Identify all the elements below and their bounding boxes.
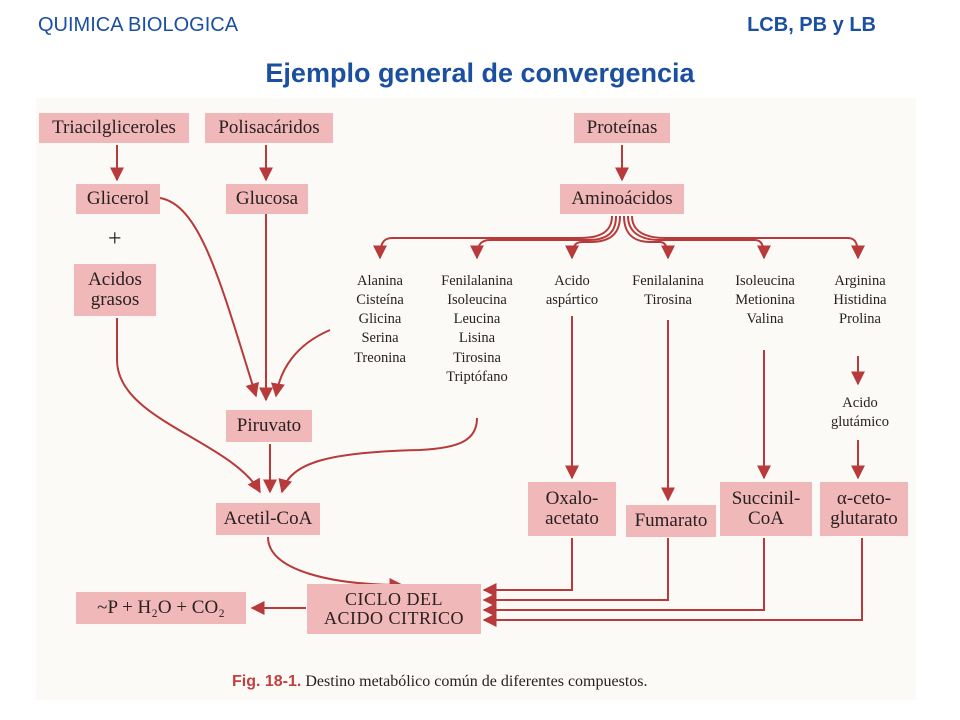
succinil-line2: CoA: [748, 508, 784, 529]
label-acido-glutamico: Acido glutámico: [818, 394, 902, 432]
aa-arginina: Arginina: [834, 273, 886, 289]
course-codes: LCB, PB y LB: [747, 14, 876, 36]
aa-leucina: Leucina: [453, 311, 501, 328]
aa-serina: Serina: [361, 330, 399, 347]
aa-alanina: Alanina: [357, 273, 403, 289]
arrow-glicerol-piruvato: [159, 197, 259, 398]
box-glicerol: Glicerol: [76, 184, 160, 214]
arrow-aa-group3: [565, 215, 621, 260]
aa-tirosina-2: Tirosina: [644, 292, 692, 309]
aa-treonina: Treonina: [354, 349, 406, 366]
box-triacilgliceroles: Triacilgliceroles: [39, 113, 189, 143]
group-arginina: Arginina Histidina Prolina: [822, 272, 898, 329]
aa-metionina: Metionina: [735, 292, 795, 309]
slide-title: Ejemplo general de convergencia: [265, 58, 695, 88]
ceto-line2: glutarato: [830, 508, 898, 529]
aa-valina: Valina: [746, 311, 784, 328]
oxalo-line1: Oxalo-: [545, 488, 599, 510]
box-acetil-coa: Acetil-CoA: [216, 503, 320, 535]
group-acido-aspartico: Acido aspártico: [532, 272, 612, 310]
arrow-succinil-ciclo: [482, 538, 765, 617]
aa-isoleucina: Isoleucina: [447, 292, 507, 309]
aa-aspartico: aspártico: [545, 292, 599, 309]
box-products: ~P + H₂O + CO₂: [76, 592, 246, 624]
arrow-fumarato-ciclo: [482, 538, 669, 607]
box-piruvato: Piruvato: [226, 410, 312, 442]
glutamico-line2: glutámico: [831, 414, 889, 431]
aa-triptofano: Triptófano: [446, 368, 508, 385]
glutamico-line1: Acido: [842, 395, 878, 411]
aa-lisina: Lisina: [458, 330, 496, 347]
group-fenilalanina-1: Fenilalanina Isoleucina Leucina Lisina T…: [430, 272, 524, 387]
arrow-oxalo-ciclo: [482, 538, 573, 597]
plus-sign: +: [108, 226, 122, 252]
aa-acido: Acido: [554, 273, 590, 289]
arrow-group2-acetil: [278, 417, 478, 494]
arrow-ceto-ciclo: [482, 538, 863, 627]
group-fenilalanina-2: Fenilalanina Tirosina: [622, 272, 714, 310]
ciclo-line2: ACIDO CITRICO: [324, 608, 464, 628]
box-aminoacidos: Aminoácidos: [560, 184, 684, 214]
box-succinil-coa: Succinil- CoA: [720, 482, 812, 536]
box-cetoglutarato: α-ceto- glutarato: [820, 482, 908, 536]
arrow-acetil-ciclo: [267, 536, 404, 592]
figure-caption: Fig. 18-1. Destino metabólico común de d…: [232, 673, 648, 691]
box-proteinas: Proteínas: [574, 113, 670, 143]
arrow-aa-group1: [373, 215, 613, 260]
arrow-group1-piruvato: [271, 329, 331, 398]
box-oxaloacetato: Oxalo- acetato: [528, 482, 616, 536]
acidos-grasos-line1: Acidos: [88, 269, 142, 291]
box-glucosa: Glucosa: [226, 184, 308, 214]
aa-isoleucina-2: Isoleucina: [735, 273, 795, 289]
group-alanina: Alanina Cisteína Glicina Serina Treonina: [338, 272, 422, 368]
ciclo-line1: CICLO DEL: [345, 589, 443, 610]
aa-histidina: Histidina: [833, 292, 887, 309]
acidos-grasos-line2: grasos: [90, 289, 140, 310]
arrow-acidos-acetil: [116, 318, 261, 494]
succinil-line1: Succinil-: [731, 488, 801, 510]
box-polisacaridos: Polisacáridos: [205, 113, 333, 143]
aa-fenilalanina: Fenilalanina: [441, 273, 513, 289]
group-isoleucina: Isoleucina Metionina Valina: [724, 272, 806, 329]
ceto-line1: α-ceto-: [836, 488, 892, 510]
oxalo-line2: acetato: [545, 508, 599, 529]
arrow-aa-group6: [631, 215, 865, 260]
aa-fenilalanina-2: Fenilalanina: [632, 273, 704, 289]
aa-tirosina: Tirosina: [453, 349, 501, 366]
aa-cisteina: Cisteína: [356, 292, 404, 309]
box-acidos-grasos: Acidos grasos: [74, 264, 156, 316]
arrow-aa-group4: [623, 215, 675, 260]
caption-label: Fig. 18-1.: [232, 673, 302, 690]
course-title: QUIMICA BIOLOGICA: [38, 14, 239, 36]
arrow-aa-group5: [627, 215, 771, 260]
box-fumarato: Fumarato: [626, 505, 716, 537]
box-ciclo-acido-citrico: CICLO DEL ACIDO CITRICO: [307, 584, 481, 634]
aa-glicina: Glicina: [358, 311, 402, 328]
caption-text: Destino metabólico común de diferentes c…: [305, 673, 648, 690]
aa-prolina: Prolina: [839, 311, 881, 328]
arrow-aa-group2: [470, 215, 617, 260]
